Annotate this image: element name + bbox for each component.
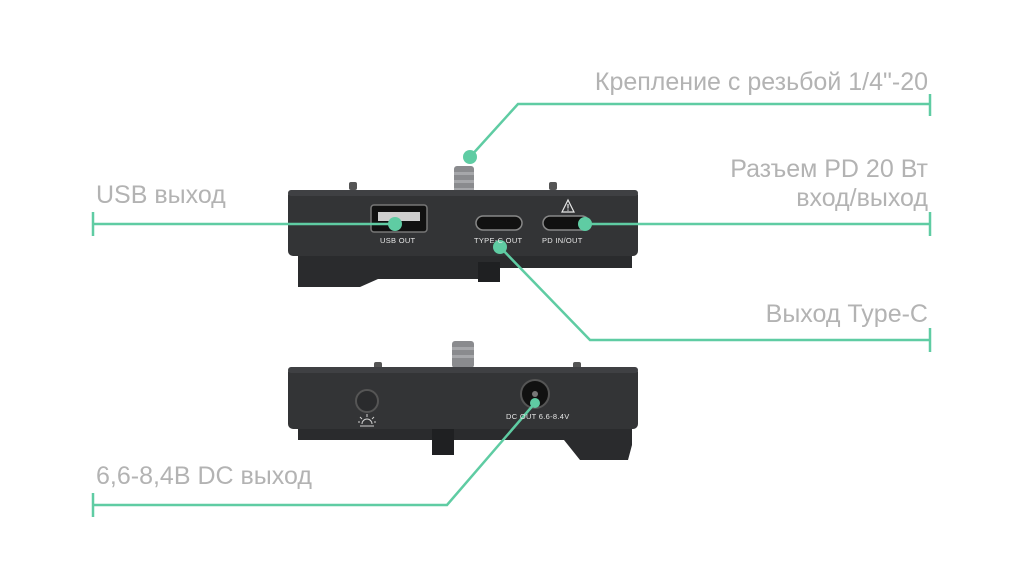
device-base [298,252,632,287]
warning-icon [561,198,575,213]
bottom-clip [432,428,454,455]
light-icon [358,414,376,427]
type-c-port [475,215,523,231]
callouts [91,94,932,517]
label-dc: 6,6-8,4В DC выход [96,462,312,490]
bottom-screw [452,341,474,368]
callout-dc [93,402,536,507]
callout-dot-pd [578,217,592,231]
device-bottom-base [298,425,632,460]
callout-dot-mount [463,150,477,164]
device-clip [478,262,500,282]
type-c-port-marking: TYPE-C OUT [474,236,523,245]
callout-mount [469,102,930,158]
callout-dot-dc [530,398,540,408]
callout-dot-usb [388,217,402,231]
callout-typec [499,246,930,342]
label-mount: Крепление с резьбой 1/4"-20 [594,68,928,96]
power-button [355,389,379,413]
dc-port-marking: DC OUT 6.6-8.4V [506,412,570,421]
usb-port-marking: USB OUT [380,236,416,245]
label-pd-line1: Разъем PD 20 Вт [730,155,928,183]
device-bottom-view [288,341,638,460]
callout-dot-typec [493,240,507,254]
label-pd-line2: вход/выход [796,184,928,212]
device-bottom-body [288,367,638,429]
label-typec: Выход Type-C [765,300,928,328]
label-usb: USB выход [96,181,226,209]
pd-port-marking: PD IN/OUT [542,236,583,245]
